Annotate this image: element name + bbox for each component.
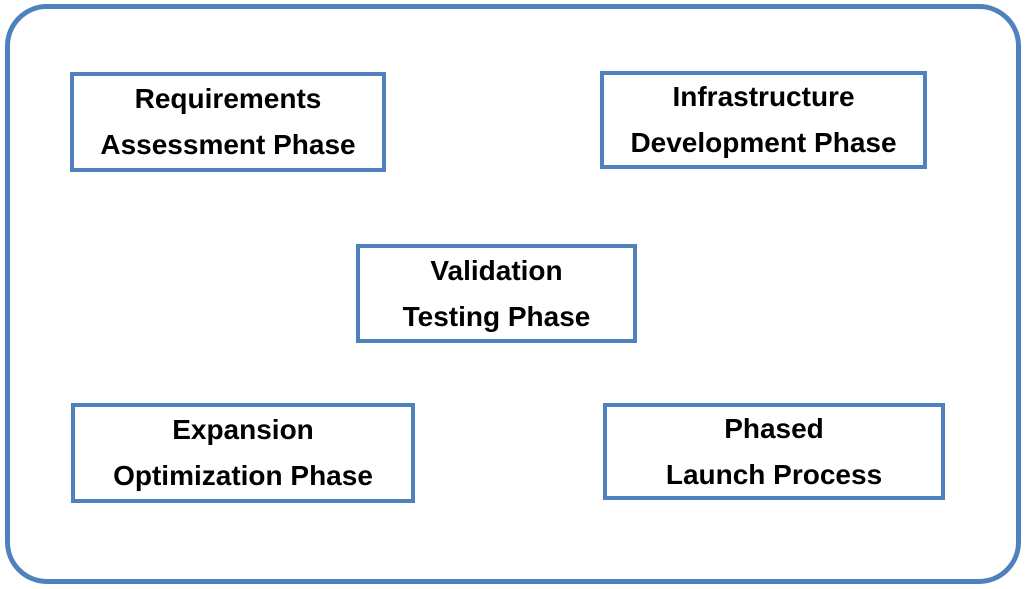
phase-label-line: Requirements [134,83,322,114]
phase-label-line: Assessment Phase [100,129,356,160]
requirements-assessment-phase-box: Requirements Assessment Phase [70,72,386,172]
phased-launch-process-box: Phased Launch Process [603,403,945,500]
validation-testing-phase-box: Validation Testing Phase [356,244,637,343]
phase-label-line: Phased [724,412,824,444]
phase-label-line: Expansion [172,414,314,445]
infrastructure-development-phase-box: Infrastructure Development Phase [600,71,927,169]
phase-label-line: Testing Phase [402,300,591,332]
phase-label-line: Development Phase [630,127,897,158]
phase-label-line: Launch Process [665,458,883,490]
phase-label-line: Infrastructure [672,81,855,112]
phase-label-line: Optimization Phase [113,460,373,491]
diagram-outer-frame [5,4,1021,584]
expansion-optimization-phase-box: Expansion Optimization Phase [71,403,415,503]
phase-label-line: Validation [430,254,563,286]
